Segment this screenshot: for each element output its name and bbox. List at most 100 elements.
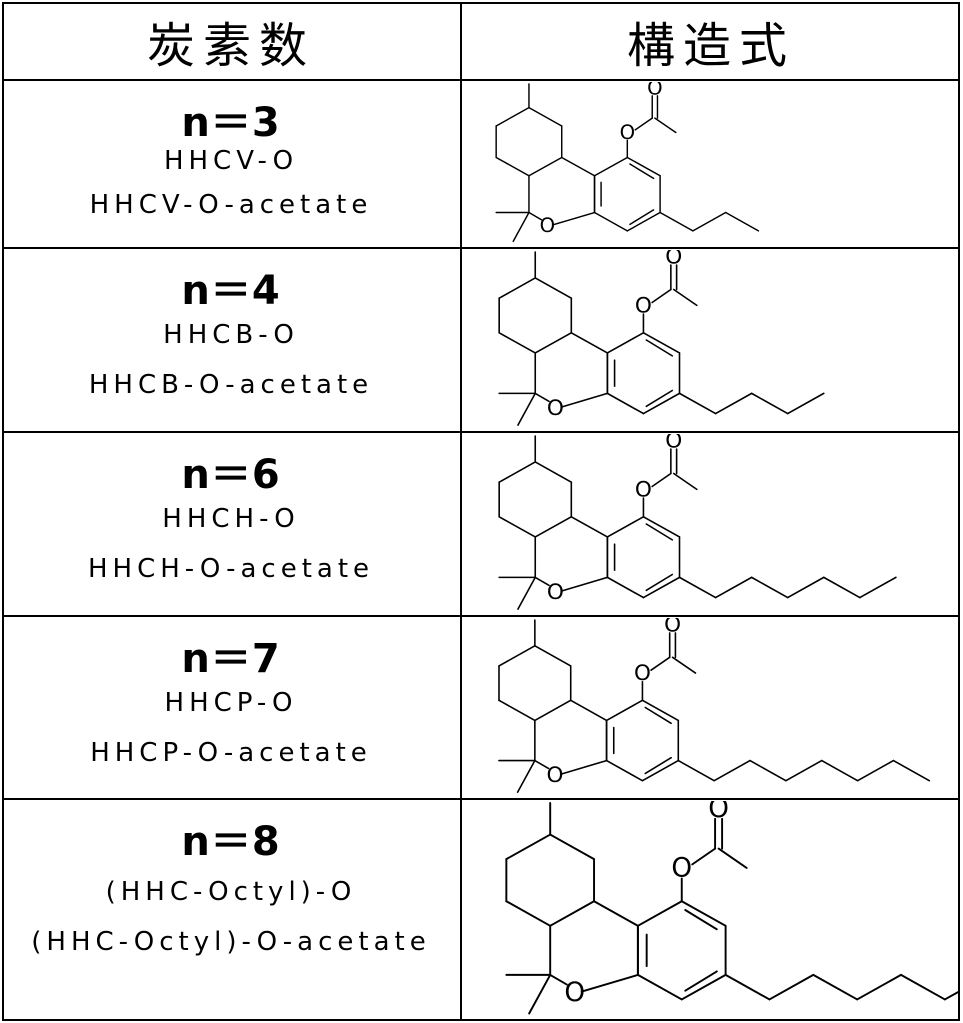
ring-a-bond — [498, 461, 537, 483]
alkyl-chain-bond — [713, 759, 751, 782]
compound-alias: (HHC-Octyl)-O-acetate — [31, 927, 431, 957]
ring-oxygen-label: O — [546, 763, 563, 788]
ester-bond — [651, 288, 672, 304]
ring-c-double-bond — [645, 573, 674, 592]
gem-methyl-bond — [516, 759, 536, 793]
carbonyl-oxygen-label: O — [665, 250, 682, 270]
ring-b-bond — [569, 699, 608, 722]
ring-b-bond — [559, 759, 608, 775]
carbonyl-oxygen-label: O — [708, 801, 729, 824]
gem-methyl-bond — [517, 392, 537, 426]
header-structure: 構造式 — [626, 18, 795, 74]
ring-a-bond — [534, 331, 573, 354]
ring-b-bond — [560, 576, 609, 592]
ring-b-bond — [549, 973, 568, 986]
ring-a-bond — [534, 645, 572, 667]
ring-b-bond — [580, 973, 639, 993]
carbonyl-oxygen-label: O — [664, 618, 681, 637]
ring-a-bond — [498, 331, 537, 354]
ring-oxygen-label: O — [564, 978, 585, 1008]
structural-formula: OOO — [495, 82, 760, 243]
compound-name: HHCV-O — [163, 146, 299, 176]
compound-name: HHCH-O — [162, 504, 300, 534]
alkyl-chain-bond — [812, 973, 859, 1001]
ring-c-double-bond — [629, 209, 655, 226]
ring-c-double-bond — [629, 163, 655, 180]
gem-methyl-bond — [528, 973, 552, 1015]
ring-c-bond — [642, 392, 681, 415]
ring-c-bond — [605, 699, 644, 722]
ring-c-bond — [606, 576, 645, 599]
ring-c-bond — [593, 211, 629, 232]
ring-c-bond — [636, 900, 683, 927]
alkyl-chain-bond — [714, 392, 753, 415]
ring-c-double-bond — [684, 909, 718, 931]
ester-bond — [691, 847, 717, 866]
carbon-count-cell: n＝3 HHCV-O HHCV-O-acetate — [2, 82, 460, 248]
acetyl-methyl-bond — [672, 288, 698, 307]
acetyl-methyl-bond — [654, 117, 677, 134]
table-row: n＝8 (HHC-Octyl)-O (HHC-Octyl)-O-acetate … — [2, 801, 960, 1021]
structure-cell: O O O — [462, 250, 960, 432]
ring-a-bond — [498, 277, 537, 299]
ring-a-bond — [498, 699, 536, 722]
ring-c-bond — [593, 156, 629, 177]
alkyl-chain-bond — [750, 392, 789, 415]
ring-c-bond — [626, 156, 661, 177]
carbon-count-cell: n＝7 HHCP-O HHCP-O-acetate — [2, 618, 460, 799]
n-label: n＝7 — [181, 636, 281, 682]
ring-b-bond — [593, 900, 639, 927]
ring-b-bond — [534, 759, 550, 770]
ring-a-bond — [534, 461, 573, 483]
ring-b-bond — [534, 576, 550, 587]
acetyl-methyl-bond — [717, 847, 748, 869]
ring-a-bond — [498, 515, 537, 538]
structural-formula: OOO — [505, 801, 960, 1015]
ester-oxygen-label: O — [620, 121, 635, 144]
structural-formula: OOO — [498, 434, 897, 610]
alkyl-chain-bond — [786, 392, 825, 415]
alkyl-chain-bond — [785, 759, 823, 782]
ring-c-bond — [642, 515, 681, 538]
alkyl-chain-bond — [749, 759, 787, 782]
ester-oxygen-label: O — [635, 294, 652, 319]
compound-alias: HHCV-O-acetate — [89, 190, 373, 220]
ring-c-bond — [680, 973, 727, 1001]
ring-oxygen-label: O — [547, 396, 564, 421]
ring-c-bond — [642, 576, 681, 599]
alkyl-chain-bond — [856, 973, 902, 1001]
compound-alias: HHCB-O-acetate — [88, 370, 374, 400]
alkyl-chain-bond — [943, 989, 960, 1001]
ring-c-bond — [606, 515, 645, 538]
ring-c-bond — [606, 331, 645, 354]
ring-b-bond — [528, 211, 543, 221]
ring-c-bond — [642, 331, 681, 354]
ring-a-bond — [495, 156, 530, 177]
ring-b-bond — [561, 156, 596, 177]
alkyl-chain-bond — [677, 759, 715, 782]
ester-oxygen-label: O — [634, 661, 651, 686]
compound-alias: HHCH-O-acetate — [87, 554, 375, 584]
ester-bond — [650, 656, 671, 671]
carbon-count-cell: n＝6 HHCH-O HHCH-O-acetate — [2, 434, 460, 616]
ring-a-bond — [498, 645, 536, 667]
carbon-count-cell: n＝4 HHCB-O HHCB-O-acetate — [2, 250, 460, 432]
ring-b-bond — [560, 392, 609, 408]
gem-methyl-bond — [512, 211, 530, 243]
ring-a-bond — [528, 156, 563, 177]
alkyl-chain-bond — [724, 973, 771, 1001]
ring-b-bond — [534, 392, 550, 403]
acetyl-methyl-bond — [672, 472, 698, 491]
ring-c-bond — [641, 699, 680, 722]
alkyl-chain-bond — [750, 576, 789, 599]
alkyl-chain-bond — [900, 973, 946, 1001]
ring-a-bond — [505, 900, 552, 927]
alkyl-chain-bond — [714, 576, 753, 599]
alkyl-chain-bond — [820, 759, 859, 782]
n-label: n＝3 — [181, 100, 281, 146]
gem-methyl-bond — [517, 576, 537, 610]
